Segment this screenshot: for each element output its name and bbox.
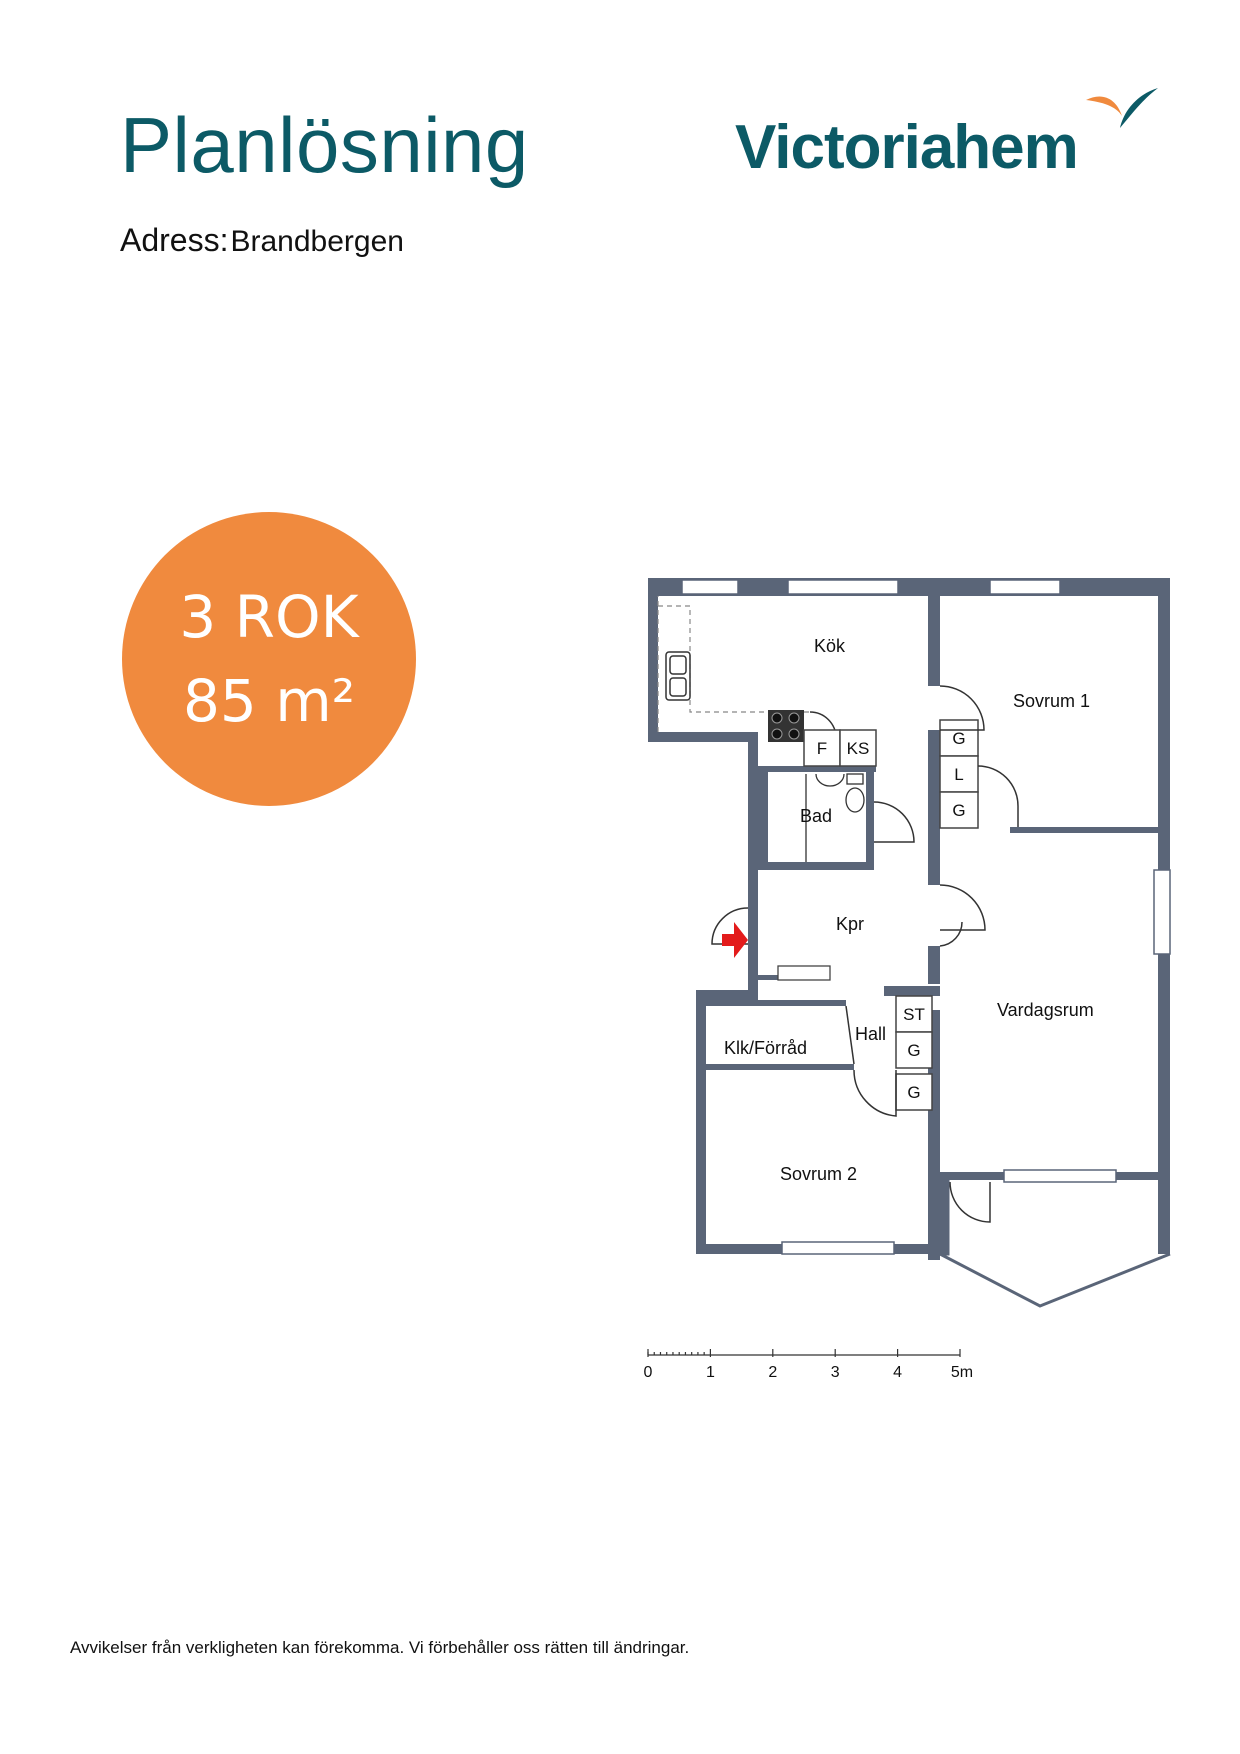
room-hall: Hall xyxy=(855,1024,886,1044)
windows xyxy=(681,579,1171,1255)
closet-g3: G xyxy=(907,1041,920,1060)
logo-bird-icon xyxy=(1086,88,1158,128)
shelf xyxy=(777,965,831,981)
closet-g1: G xyxy=(952,729,965,748)
room-sovrum1: Sovrum 1 xyxy=(1013,691,1090,711)
address-value: Brandbergen xyxy=(230,225,404,258)
page-title: Planlösning xyxy=(120,101,529,189)
closets xyxy=(803,719,979,1111)
scale-bar: 0 1 2 3 4 5m xyxy=(644,1349,973,1381)
logo-text: Victoriahem xyxy=(735,113,1079,182)
doors xyxy=(711,685,1019,1223)
badge-rooms: 3 ROK xyxy=(179,583,359,651)
room-vardagsrum: Vardagsrum xyxy=(997,1000,1094,1020)
entrance-arrow-icon xyxy=(722,922,748,958)
address-label: Adress: xyxy=(120,222,229,258)
closet-g4: G xyxy=(907,1083,920,1102)
room-kpr: Kpr xyxy=(836,914,864,934)
address: Adress:Brandbergen xyxy=(120,222,404,259)
scale-label: 5m xyxy=(951,1364,973,1381)
disclaimer: Avvikelser från verkligheten kan förekom… xyxy=(70,1638,690,1657)
closet-st: ST xyxy=(903,1005,925,1024)
stove-icon xyxy=(768,710,804,742)
scale-label: 3 xyxy=(831,1364,840,1381)
room-sovrum2: Sovrum 2 xyxy=(780,1164,857,1184)
floor-plan: Kök Sovrum 1 Bad Kpr Vardagsrum Hall Klk… xyxy=(644,578,1171,1381)
scale-label: 4 xyxy=(893,1364,902,1381)
victoriahem-logo: Victoriahem xyxy=(735,82,1158,192)
closet-ks: KS xyxy=(847,739,870,758)
closet-l: L xyxy=(954,765,963,784)
size-badge: 3 ROK 85 m² xyxy=(122,512,416,806)
scale-label: 0 xyxy=(644,1364,653,1381)
scale-label: 1 xyxy=(706,1364,715,1381)
balcony xyxy=(938,1176,1171,1308)
kitchen-sink xyxy=(665,651,691,701)
scale-label: 2 xyxy=(768,1364,777,1381)
room-kok: Kök xyxy=(814,636,846,656)
badge-area: 85 m² xyxy=(183,667,355,735)
room-bad: Bad xyxy=(800,806,832,826)
walls xyxy=(648,578,1170,1260)
room-klk: Klk/Förråd xyxy=(724,1038,807,1058)
closet-g2: G xyxy=(952,801,965,820)
closet-f: F xyxy=(817,739,827,758)
bath-fixtures xyxy=(805,773,865,862)
